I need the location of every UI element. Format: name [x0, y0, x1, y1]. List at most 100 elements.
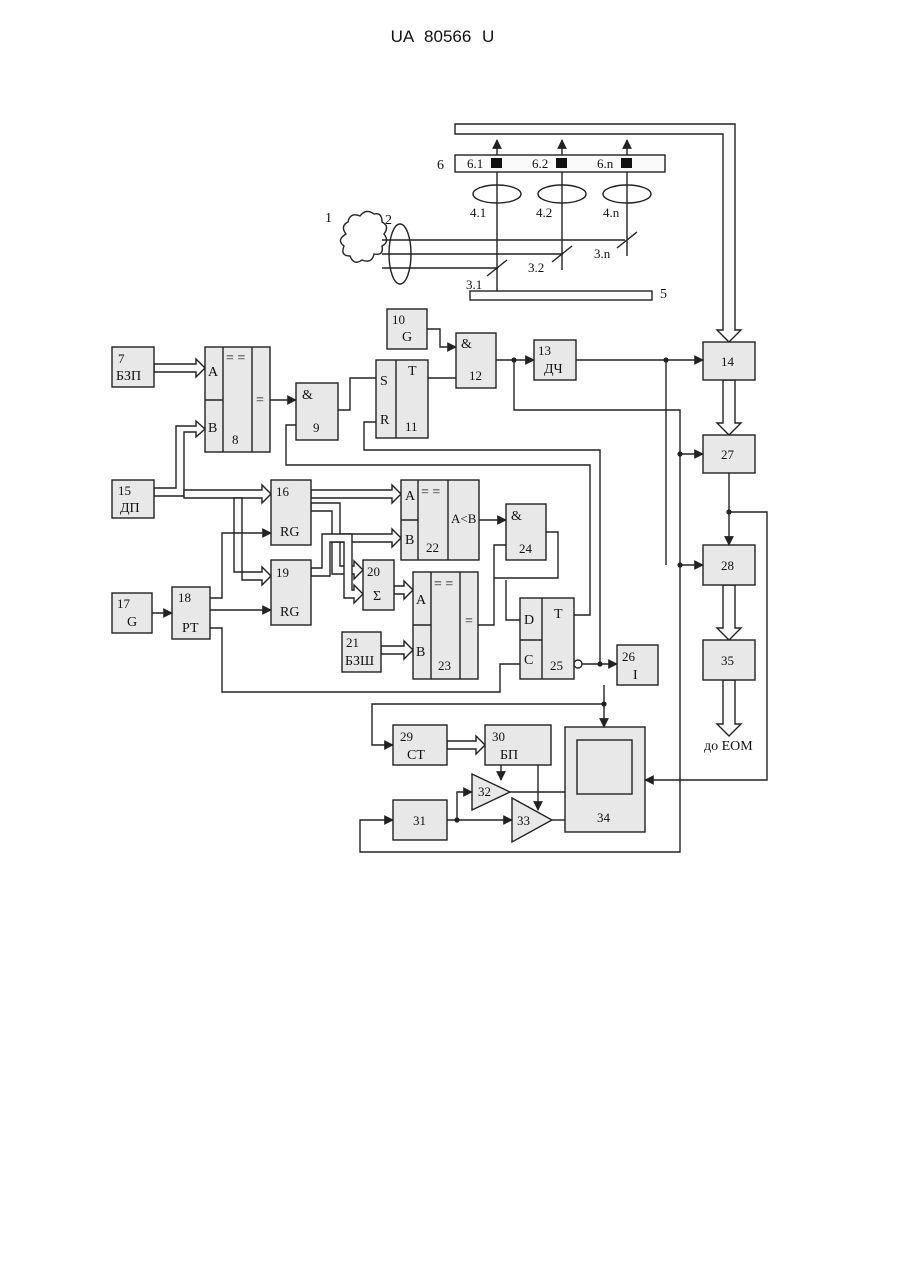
svg-text:30: 30 — [492, 729, 505, 744]
svg-text:S: S — [380, 374, 388, 389]
block-22: A B = = A<B 22 — [401, 480, 479, 560]
block-14: 14 — [703, 342, 755, 380]
svg-text:35: 35 — [721, 653, 734, 668]
block-18: 18 РТ — [172, 587, 210, 639]
block-12: & 12 — [456, 333, 496, 388]
svg-text:B: B — [405, 533, 414, 548]
svg-text:T: T — [554, 607, 563, 622]
block-27: 27 — [703, 435, 755, 473]
amplifier-32: 32 — [472, 774, 510, 810]
svg-text:7: 7 — [118, 351, 125, 366]
plate-5 — [470, 291, 652, 300]
block-15: 15 ДП — [112, 480, 154, 518]
svg-text:G: G — [402, 330, 412, 345]
svg-text:34: 34 — [597, 810, 611, 825]
svg-text:31: 31 — [413, 813, 426, 828]
svg-text:&: & — [511, 509, 522, 524]
block-24: & 24 — [506, 504, 546, 560]
svg-text:= =: = = — [226, 351, 245, 366]
block-31: 31 — [393, 800, 447, 840]
svg-text:8: 8 — [232, 432, 239, 447]
block-17: 17 G — [112, 593, 152, 633]
svg-text:= =: = = — [421, 485, 440, 500]
svg-text:БП: БП — [500, 748, 518, 763]
svg-text:16: 16 — [276, 484, 290, 499]
label-4-2: 4.2 — [536, 205, 552, 220]
display-34: 34 — [565, 727, 645, 832]
svg-text:12: 12 — [469, 368, 482, 383]
svg-text:33: 33 — [517, 813, 530, 828]
svg-text:15: 15 — [118, 483, 131, 498]
svg-text:29: 29 — [400, 729, 413, 744]
svg-text:13: 13 — [538, 343, 551, 358]
block-13: 13 ДЧ — [534, 340, 576, 380]
svg-text:26: 26 — [622, 649, 636, 664]
svg-text:РТ: РТ — [182, 621, 199, 636]
svg-text:9: 9 — [313, 420, 320, 435]
svg-text:D: D — [524, 613, 534, 628]
svg-text:24: 24 — [519, 541, 533, 556]
label-4-n: 4.n — [603, 205, 620, 220]
label-3-1: 3.1 — [466, 277, 482, 292]
svg-text:22: 22 — [426, 540, 439, 555]
block-30: 30 БП — [485, 725, 551, 765]
svg-text:БЗП: БЗП — [116, 369, 141, 384]
label-6: 6 — [437, 158, 444, 173]
block-10: 10 G — [387, 309, 427, 349]
label-3-2: 3.2 — [528, 260, 544, 275]
svg-text:БЗШ: БЗШ — [345, 654, 374, 669]
svg-text:&: & — [302, 388, 313, 403]
svg-text:СТ: СТ — [407, 748, 425, 763]
svg-text:25: 25 — [550, 658, 563, 673]
svg-text:A: A — [416, 593, 427, 608]
label-1: 1 — [325, 211, 332, 226]
svg-text:A: A — [405, 489, 416, 504]
svg-text:= =: = = — [434, 577, 453, 592]
svg-text:23: 23 — [438, 658, 451, 673]
block-8: A B = = = 8 — [205, 347, 270, 452]
block-35: 35 — [703, 640, 755, 680]
svg-text:G: G — [127, 615, 137, 630]
svg-text:A: A — [208, 365, 219, 380]
svg-text:C: C — [524, 653, 533, 668]
amplifier-33: 33 — [512, 798, 552, 842]
label-2: 2 — [385, 213, 392, 228]
svg-text:B: B — [208, 421, 217, 436]
svg-text:19: 19 — [276, 565, 289, 580]
svg-text:28: 28 — [721, 558, 734, 573]
label-6-1: 6.1 — [467, 156, 483, 171]
block-29: 29 СТ — [393, 725, 447, 765]
svg-text:14: 14 — [721, 354, 735, 369]
svg-text:T: T — [408, 364, 417, 379]
block-28: 28 — [703, 545, 755, 585]
svg-text:10: 10 — [392, 312, 405, 327]
svg-text:R: R — [380, 413, 390, 428]
svg-text:=: = — [465, 614, 473, 629]
svg-text:27: 27 — [721, 447, 735, 462]
block-21: 21 БЗШ — [342, 632, 381, 672]
block-19: 19 RG — [271, 560, 311, 625]
label-6-2: 6.2 — [532, 156, 548, 171]
block-25: D C T 25 — [520, 598, 582, 679]
svg-text:I: I — [633, 668, 638, 683]
svg-text:B: B — [416, 645, 425, 660]
label-6-n: 6.n — [597, 156, 614, 171]
svg-text:11: 11 — [405, 419, 418, 434]
svg-text:=: = — [256, 393, 264, 408]
svg-text:&: & — [461, 337, 472, 352]
block-26: 26 I — [617, 645, 658, 685]
block-9: & 9 — [296, 383, 338, 440]
block-23: A B = = = 23 — [413, 572, 478, 679]
block-11: S R T 11 — [376, 360, 428, 438]
label-4-1: 4.1 — [470, 205, 486, 220]
block-20: 20 Σ — [363, 560, 394, 610]
svg-text:32: 32 — [478, 784, 491, 799]
svg-text:RG: RG — [280, 605, 299, 620]
svg-text:21: 21 — [346, 635, 359, 650]
svg-text:18: 18 — [178, 590, 191, 605]
label-5: 5 — [660, 287, 667, 302]
svg-text:20: 20 — [367, 564, 380, 579]
svg-text:RG: RG — [280, 525, 299, 540]
svg-text:17: 17 — [117, 596, 131, 611]
